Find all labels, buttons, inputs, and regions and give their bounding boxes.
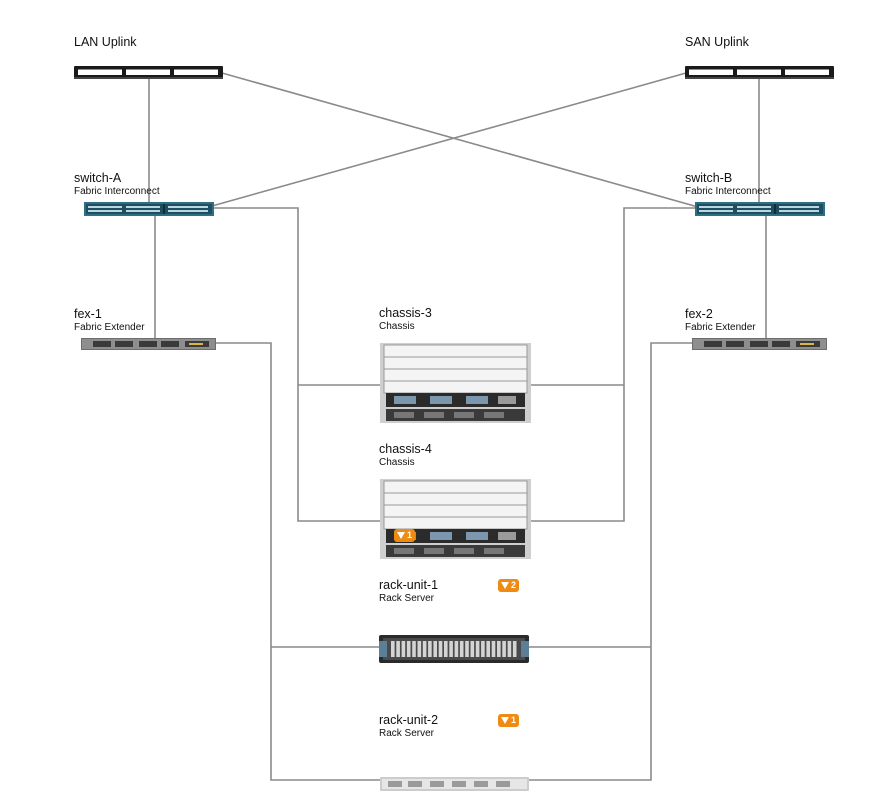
link-fex-1-rack (215, 342, 380, 781)
rack-unit-1-device[interactable] (379, 635, 529, 663)
rack-unit-1-subtitle: Rack Server (379, 593, 435, 604)
san-uplink-title: SAN Uplink (685, 35, 749, 49)
rack-unit-2-fault-badge[interactable]: 1 (498, 714, 520, 727)
warning-triangle-icon (397, 532, 405, 539)
switch-b-title: switch-B (685, 171, 733, 185)
fex-2-title: fex-2 (685, 307, 713, 321)
lan-uplink-device[interactable] (74, 66, 223, 79)
rack-unit-1-title: rack-unit-1 (379, 578, 439, 592)
san-uplink-device[interactable] (685, 66, 834, 79)
link-lan-switch-b (221, 72, 699, 208)
chassis-3-device[interactable] (380, 343, 531, 423)
fex-1-subtitle: Fabric Extender (74, 322, 145, 333)
switch-b-device[interactable] (695, 202, 825, 216)
rack-unit-1-fault-badge[interactable]: 2 (498, 579, 520, 592)
warning-triangle-icon (501, 717, 509, 724)
switch-b-subtitle: Fabric Interconnect (685, 186, 771, 197)
link-switch-a-chassis (212, 207, 385, 522)
rack-unit-1-fault-count: 2 (511, 580, 517, 590)
link-san-switch-a (211, 72, 687, 207)
chassis-3-subtitle: Chassis (379, 321, 415, 332)
rack-unit-2-fault-count: 1 (511, 715, 517, 725)
link-switch-b-chassis (529, 207, 698, 522)
chassis-4-title: chassis-4 (379, 442, 432, 456)
fex-2-subtitle: Fabric Extender (685, 322, 756, 333)
switch-a-title: switch-A (74, 171, 122, 185)
rack-unit-2-device[interactable] (380, 777, 529, 791)
link-fex-2-rack (528, 342, 694, 781)
switch-a-device[interactable] (84, 202, 214, 216)
chassis-4-fault-badge[interactable]: 1 (394, 529, 416, 542)
warning-triangle-icon (501, 582, 509, 589)
lan-uplink-title: LAN Uplink (74, 35, 137, 49)
fex-1-device[interactable] (81, 338, 216, 350)
chassis-4-subtitle: Chassis (379, 457, 415, 468)
chassis-4-fault-count: 1 (407, 530, 413, 540)
fex-2-device[interactable] (692, 338, 827, 350)
switch-a-subtitle: Fabric Interconnect (74, 186, 160, 197)
fex-1-title: fex-1 (74, 307, 102, 321)
chassis-4-device[interactable] (380, 479, 531, 559)
rack-unit-2-title: rack-unit-2 (379, 713, 439, 727)
chassis-3-title: chassis-3 (379, 306, 432, 320)
rack-unit-2-subtitle: Rack Server (379, 728, 435, 739)
